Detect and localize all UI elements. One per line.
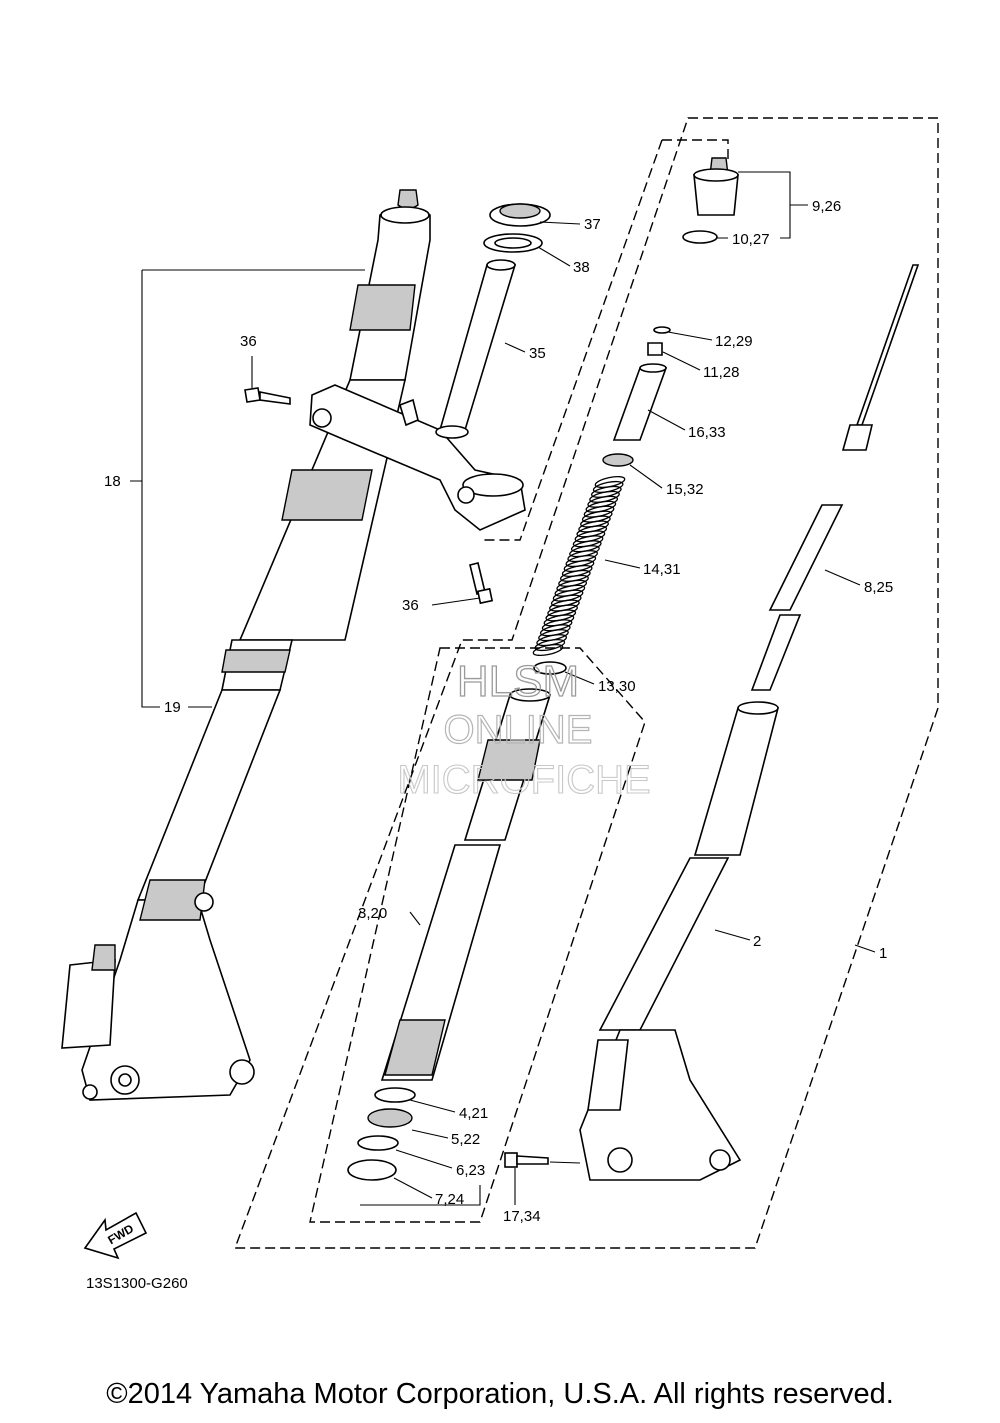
watermark-line3: MICROFICHE xyxy=(397,758,650,802)
callout-18: 18 xyxy=(104,473,121,490)
seal-5-22 xyxy=(367,1108,413,1128)
callout-35: 35 xyxy=(529,345,546,362)
diagram-code: 13S1300-G260 xyxy=(86,1275,188,1292)
inner-tube-boundary xyxy=(480,139,729,541)
callout-36-lower: 36 xyxy=(402,597,419,614)
callout-6-23: 6,23 xyxy=(456,1162,485,1179)
cap-bolt-9-26 xyxy=(693,157,739,216)
callout-2: 2 xyxy=(753,933,761,950)
callout-16-33: 16,33 xyxy=(688,424,726,441)
callout-19: 19 xyxy=(164,699,181,716)
inner-tube-2 xyxy=(579,701,780,1181)
callout-7-24: 7,24 xyxy=(435,1191,464,1208)
nut-11-28 xyxy=(647,342,663,356)
under-bracket xyxy=(309,384,526,531)
steering-stem xyxy=(435,259,517,439)
guide-13-30 xyxy=(533,661,567,675)
callout-38: 38 xyxy=(573,259,590,276)
spacer-16-33 xyxy=(612,363,668,441)
callout-1: 1 xyxy=(879,945,887,962)
callout-5-22: 5,22 xyxy=(451,1131,480,1148)
callout-13-30: 13,30 xyxy=(598,678,636,695)
bolt-17-34 xyxy=(504,1152,549,1168)
dust-seal-7-24 xyxy=(347,1159,397,1181)
callout-17-34: 17,34 xyxy=(503,1208,541,1225)
spring-14-31 xyxy=(532,475,626,657)
outer-tube-3-20 xyxy=(380,688,552,1081)
assembly-3-boundary xyxy=(309,647,646,1223)
washer-12-29 xyxy=(653,326,671,334)
bolt-36-lower xyxy=(469,562,494,605)
callout-3-20: 3,20 xyxy=(358,905,387,922)
clip-6-23 xyxy=(357,1135,399,1151)
callout-8-25: 8,25 xyxy=(864,579,893,596)
callout-11-28: 11,28 xyxy=(703,364,739,381)
callout-15-32: 15,32 xyxy=(666,481,704,498)
bearing-37 xyxy=(489,203,551,227)
watermark-line1: HLSM xyxy=(457,657,579,706)
o-ring-10-27 xyxy=(682,230,718,244)
watermark-line2: ONLINE xyxy=(444,708,593,752)
callout-10-27: 10,27 xyxy=(732,231,770,248)
damper-rod-8-25 xyxy=(750,264,920,691)
seal-38 xyxy=(483,233,543,253)
seal-4-21 xyxy=(374,1087,416,1103)
callout-4-21: 4,21 xyxy=(459,1105,488,1122)
callout-36-upper: 36 xyxy=(240,333,257,350)
bolt-36-upper xyxy=(244,387,291,405)
washer-15-32 xyxy=(602,453,634,467)
leader-lines xyxy=(130,171,876,1206)
callout-9-26: 9,26 xyxy=(812,198,841,215)
copyright-text: ©2014 Yamaha Motor Corporation, U.S.A. A… xyxy=(106,1378,894,1410)
assembly-1-boundary xyxy=(233,117,939,1249)
assembled-fork xyxy=(61,189,431,1101)
callout-37: 37 xyxy=(584,216,601,233)
callout-12-29: 12,29 xyxy=(715,333,753,350)
callout-14-31: 14,31 xyxy=(643,561,681,578)
fwd-arrow-icon: FWD xyxy=(83,1211,148,1260)
